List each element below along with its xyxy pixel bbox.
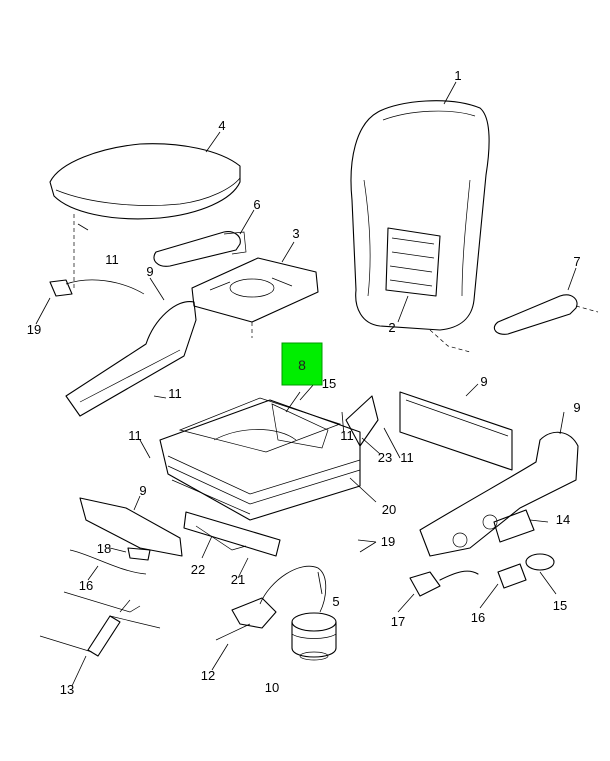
handle-part[interactable] (127, 547, 151, 561)
callout-14: 14 (556, 512, 570, 527)
callout-17: 17 (391, 614, 405, 629)
front-panel-part[interactable] (79, 497, 183, 557)
callout-11-right: 11 (400, 450, 414, 465)
lever-part[interactable] (345, 395, 379, 447)
callout-11-left: 11 (168, 386, 182, 401)
callout-7: 7 (573, 254, 580, 269)
leader-lines (35, 81, 577, 687)
callout-2: 2 (388, 320, 395, 335)
callout-19-right: 19 (381, 534, 395, 549)
callout-6: 6 (253, 197, 260, 212)
callout-11-center: 11 (340, 428, 354, 443)
callout-3: 3 (292, 226, 299, 241)
callout-15-right: 15 (553, 598, 567, 613)
callout-21: 21 (231, 572, 245, 587)
callout-8[interactable]: 8 (298, 357, 306, 373)
callout-23: 23 (378, 450, 392, 465)
shock-absorber-part[interactable] (39, 599, 161, 657)
lumbar-panel-part[interactable] (385, 227, 441, 297)
bracket-part[interactable] (493, 509, 535, 543)
callout-15-center: 15 (322, 376, 336, 391)
callout-13: 13 (60, 682, 74, 697)
callout-12: 12 (201, 668, 215, 683)
seat-back-part[interactable] (350, 100, 490, 353)
right-armrest-part[interactable] (493, 294, 599, 335)
callout-9-left: 9 (146, 264, 153, 279)
latch-part[interactable] (49, 279, 145, 297)
seat-plate-part[interactable] (191, 257, 319, 338)
callout-5: 5 (332, 594, 339, 609)
left-armrest-part[interactable] (153, 231, 247, 267)
callout-16-right: 16 (471, 610, 485, 625)
callout-19-left: 19 (27, 322, 41, 337)
linkage-part[interactable] (69, 549, 147, 575)
callout-9-front: 9 (139, 483, 146, 498)
callout-4: 4 (218, 118, 225, 133)
callout-9-right: 9 (573, 400, 580, 415)
cushion-part[interactable] (49, 143, 241, 290)
air-tube-part[interactable] (259, 565, 327, 613)
callout-16: 16 (79, 578, 93, 593)
callout-10: 10 (265, 680, 279, 695)
callout-1: 1 (454, 68, 461, 83)
rear-panel-part[interactable] (399, 391, 513, 471)
air-spring-part[interactable] (291, 612, 337, 661)
right-side-panel-part[interactable] (419, 431, 579, 557)
harness-part[interactable] (409, 570, 479, 597)
callout-20: 20 (382, 502, 396, 517)
callout-22: 22 (191, 562, 205, 577)
part-8-highlight[interactable] (281, 342, 323, 386)
base-frame-part[interactable] (183, 511, 281, 557)
callout-18: 18 (97, 541, 111, 556)
valve-part[interactable] (215, 597, 277, 641)
pivot-part[interactable] (497, 553, 555, 589)
left-side-panel-part[interactable] (65, 301, 197, 417)
callout-11-bolt: 11 (128, 428, 142, 443)
callout-11-cushion: 11 (105, 252, 119, 267)
callout-9-rear: 9 (480, 374, 487, 389)
bolt-part[interactable] (63, 591, 141, 613)
suspension-base-part[interactable] (159, 397, 361, 521)
